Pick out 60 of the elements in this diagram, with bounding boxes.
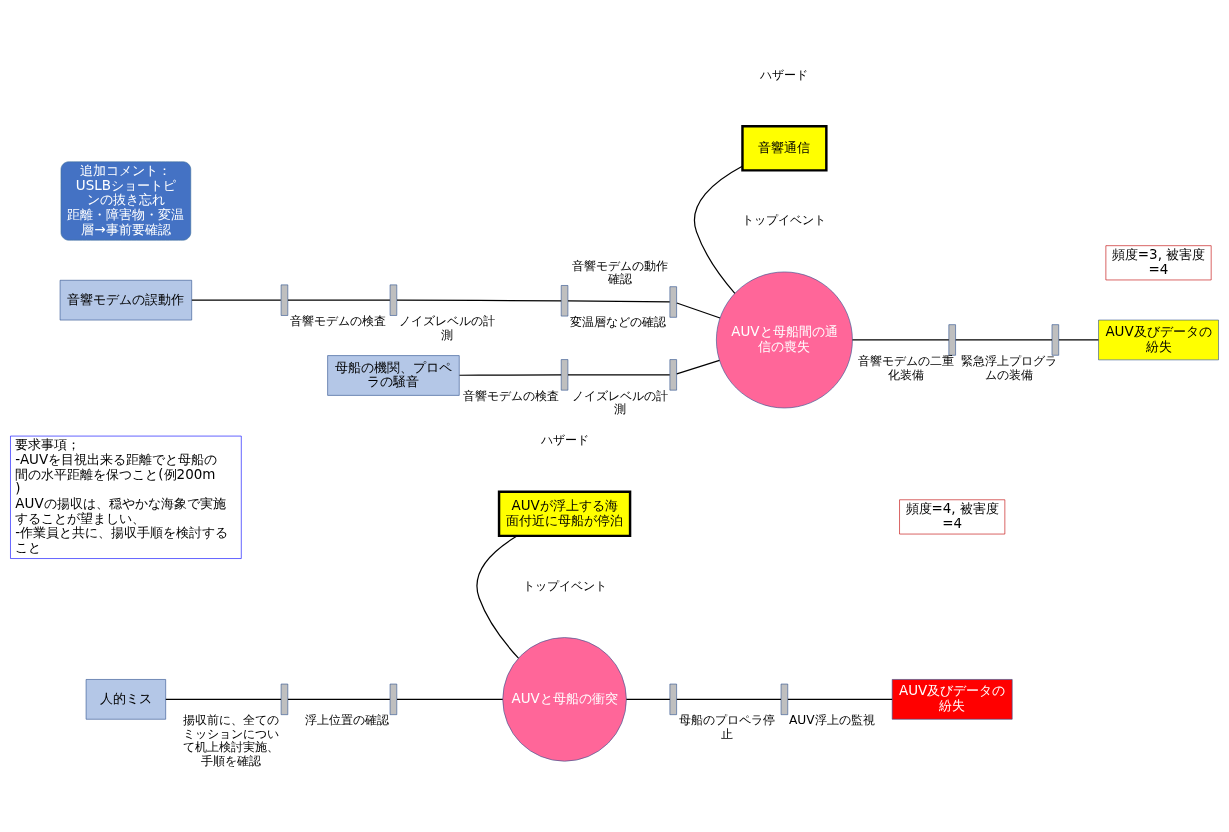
connector bbox=[165, 698, 282, 700]
node-label: ノイズレベルの計測 bbox=[571, 388, 668, 416]
node-box: 母船の機関、プロペラの騒音 bbox=[327, 354, 460, 396]
node-circle: AUVと母船間の通信の喪失 bbox=[716, 271, 853, 408]
connector bbox=[476, 534, 520, 659]
connector bbox=[676, 359, 721, 375]
node-box: 音響通信 bbox=[741, 124, 828, 172]
node-label: 変温層などの確認 bbox=[569, 314, 666, 329]
connector bbox=[625, 698, 671, 700]
node-label: ノイズレベルの計測 bbox=[398, 313, 495, 342]
node-label: 音響モデムの動作確認 bbox=[571, 258, 668, 286]
node-box: 人的ミス bbox=[85, 678, 166, 720]
node-box: 頻度=4, 被害度=4 bbox=[899, 498, 1006, 534]
connector bbox=[287, 299, 391, 301]
node-box: AUV及びデータの紛失 bbox=[1098, 319, 1219, 360]
node-label: AUV浮上の監視 bbox=[789, 712, 875, 727]
node-box: AUVが浮上する海面付近に母船が停泊 bbox=[497, 490, 632, 537]
node-bar bbox=[280, 683, 289, 715]
node-label: 音響モデムの二重化装備 bbox=[857, 353, 954, 382]
connector bbox=[955, 338, 1053, 341]
node-label: ハザード bbox=[760, 67, 809, 82]
node-bar bbox=[560, 284, 569, 316]
node-bar bbox=[669, 683, 677, 715]
connector bbox=[458, 373, 562, 376]
connector bbox=[676, 301, 721, 319]
node-box: 音響モデムの誤動作 bbox=[59, 279, 192, 320]
node-label: 浮上位置の確認 bbox=[304, 712, 389, 727]
node-label: 緊急浮上プログラムの装備 bbox=[960, 353, 1057, 382]
connector bbox=[191, 299, 282, 301]
node-bar bbox=[1051, 323, 1060, 356]
node-label: トップイベント bbox=[742, 212, 827, 227]
node-box: 追加コメント： USLBショートピンの抜き忘れ 距離・障害物・変温層→事前要確認 bbox=[60, 161, 192, 240]
node-bar bbox=[780, 683, 789, 715]
node-label: 母船のプロペラ停止 bbox=[678, 712, 775, 741]
node-label: 揚収前に、全てのミッションについて机上検討実施、手順を確認 bbox=[183, 712, 280, 768]
node-label: ハザード bbox=[540, 432, 589, 447]
connector bbox=[787, 698, 893, 700]
node-box: AUV及びデータの紛失 bbox=[891, 678, 1013, 720]
connector bbox=[693, 165, 743, 294]
connector bbox=[676, 698, 782, 700]
node-bar bbox=[669, 358, 677, 390]
node-bar bbox=[280, 284, 289, 316]
connector bbox=[287, 698, 391, 700]
connector bbox=[396, 698, 504, 700]
node-bar bbox=[560, 358, 569, 390]
node-bar bbox=[669, 285, 677, 318]
node-box: 要求事項； -AUVを目視出来る距離でと母船の間の水平距離を保つこと(例200m) AUVの揚収は、穏やかな海象で実施することが望ましい、 -作業員と共に、揚収手順を検討すること bbox=[10, 435, 242, 559]
connector bbox=[396, 299, 562, 301]
connector bbox=[567, 373, 671, 375]
node-label: トップイベント bbox=[522, 578, 607, 593]
node-label: 音響モデムの検査 bbox=[289, 313, 386, 328]
connector bbox=[567, 299, 671, 303]
node-box: 頻度=3, 被害度=4 bbox=[1105, 244, 1212, 280]
connector bbox=[851, 338, 950, 341]
node-bar bbox=[389, 683, 398, 715]
connector bbox=[1058, 338, 1099, 341]
node-label: 音響モデムの検査 bbox=[463, 388, 560, 403]
node-bar bbox=[948, 323, 956, 356]
node-bar bbox=[389, 284, 398, 316]
node-circle: AUVと母船の衝突 bbox=[502, 636, 627, 761]
